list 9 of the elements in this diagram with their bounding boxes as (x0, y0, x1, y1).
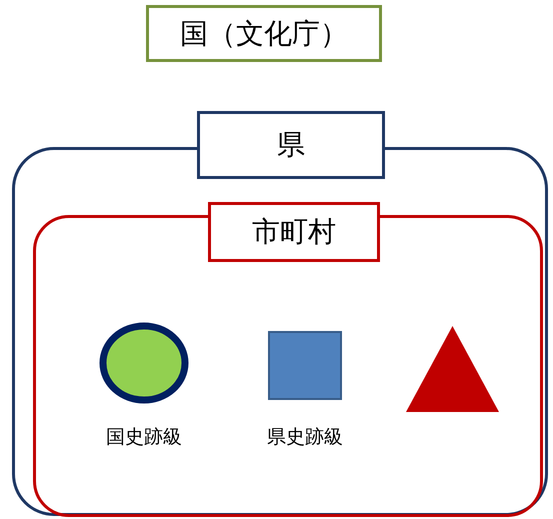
title-box (146, 5, 382, 62)
circle-symbol (99, 322, 189, 404)
symbol-caption: 国史跡級 (105, 425, 183, 450)
heading-label: 県 (197, 111, 385, 179)
symbol-caption: 県史跡級 (266, 425, 344, 450)
title-text: 国（文化庁） (180, 16, 348, 52)
square-symbol (268, 331, 342, 400)
triangle-symbol (406, 326, 499, 412)
heading-label: 市町村 (208, 202, 380, 262)
